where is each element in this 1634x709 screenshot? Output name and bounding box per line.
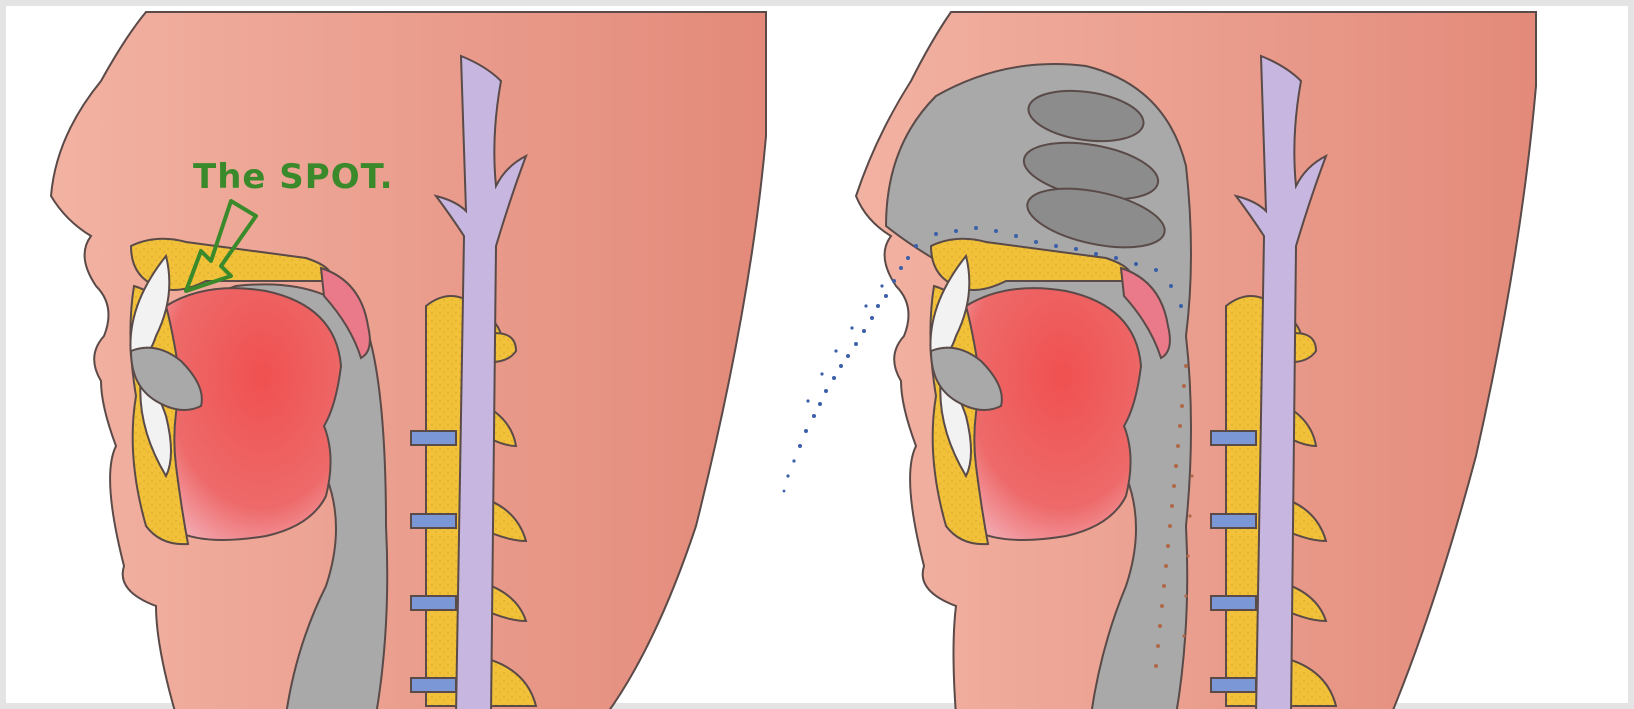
right-panel (783, 12, 1536, 709)
head-cross-section-illustration: The SPOT. (6, 6, 1634, 709)
left-tongue (164, 288, 341, 540)
left-panel: The SPOT. (51, 12, 766, 709)
right-tongue (964, 288, 1141, 540)
spot-label: The SPOT. (193, 157, 394, 197)
